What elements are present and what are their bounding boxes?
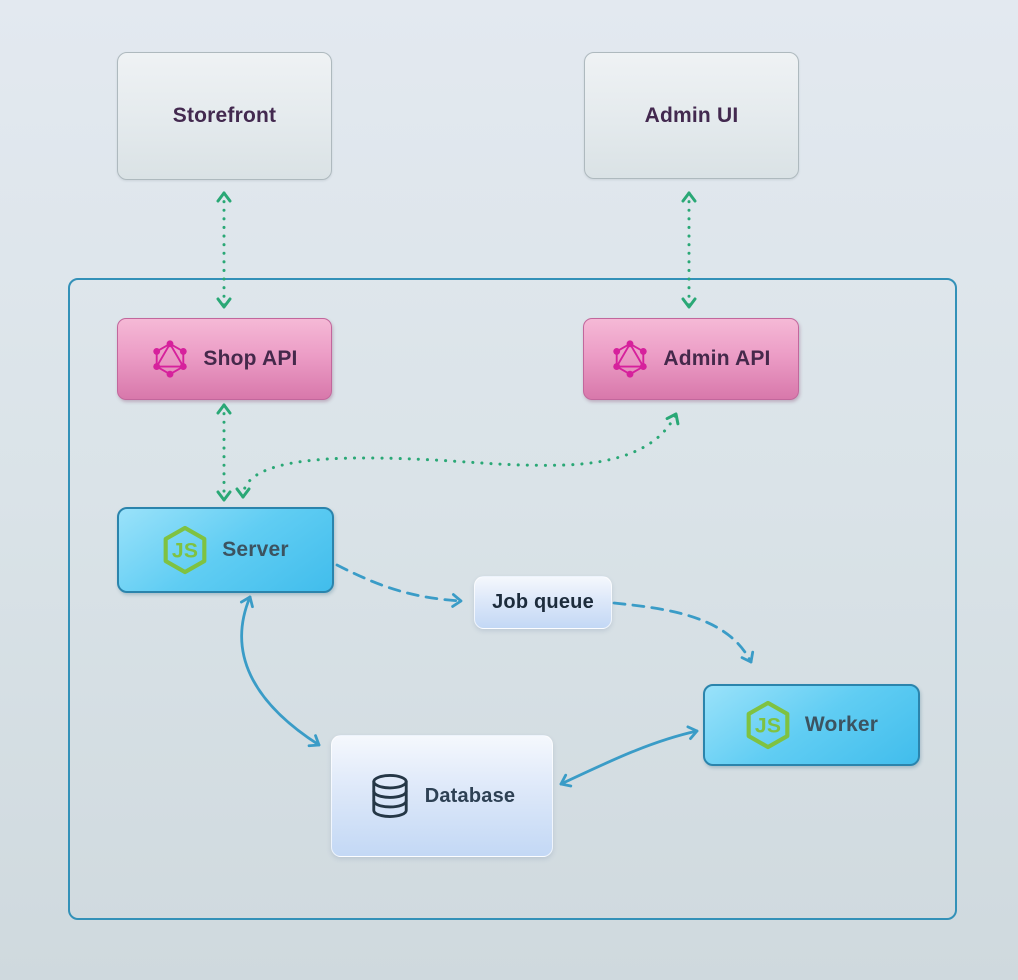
node-label: Shop API	[203, 347, 298, 370]
svg-text:JS: JS	[755, 714, 781, 737]
node-database: Database	[331, 735, 553, 857]
node-label: Admin API	[663, 347, 771, 370]
edge-server-admin-api	[235, 412, 680, 499]
database-icon	[369, 772, 411, 820]
graphql-icon	[151, 339, 189, 379]
node-shop-api: Shop API	[117, 318, 332, 400]
edge-database-worker	[559, 725, 699, 788]
node-label: Admin UI	[644, 103, 739, 127]
node-label: Job queue	[492, 591, 594, 613]
edge-server-database	[239, 595, 321, 748]
graphql-icon	[611, 339, 649, 379]
node-label: Worker	[804, 713, 879, 736]
node-job-queue: Job queue	[474, 576, 612, 629]
node-label: Server	[222, 538, 289, 561]
edge-server-job-queue	[335, 563, 463, 608]
node-label: Database	[424, 784, 516, 807]
nodejs-icon: JS	[162, 525, 208, 575]
node-admin-ui: Admin UI	[584, 52, 799, 179]
node-label: Storefront	[172, 104, 277, 127]
node-server: JS Server	[117, 507, 334, 593]
node-worker: JS Worker	[703, 684, 920, 766]
edge-job-queue-worker	[612, 601, 755, 664]
svg-text:JS: JS	[172, 539, 198, 562]
backend-boundary-box	[68, 278, 957, 920]
node-admin-api: Admin API	[583, 318, 799, 400]
node-storefront: Storefront	[117, 52, 332, 180]
nodejs-icon: JS	[745, 700, 791, 750]
